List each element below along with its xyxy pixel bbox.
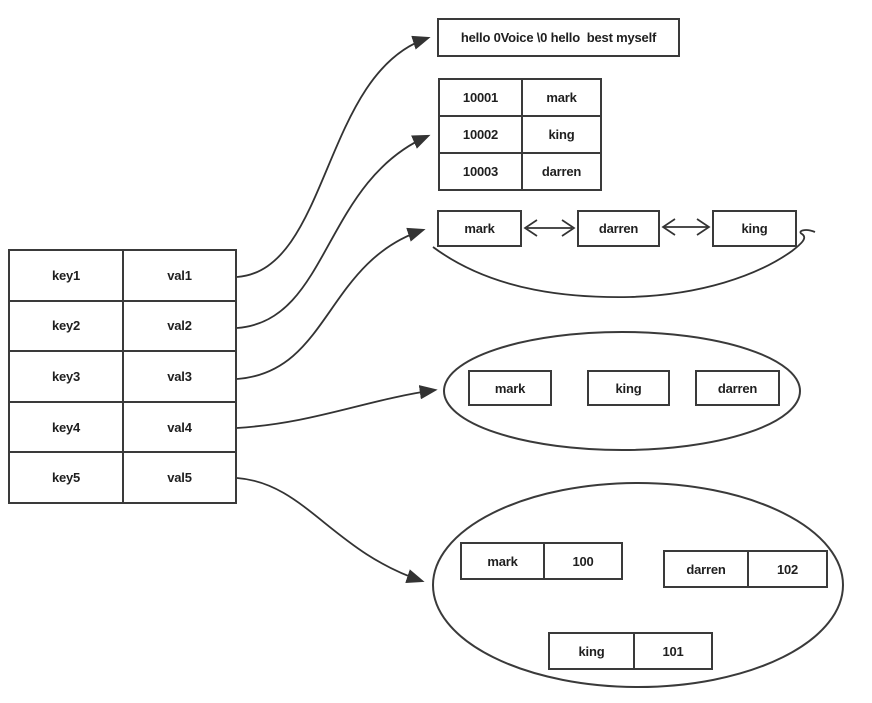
arrow-key5-to-zset	[236, 477, 425, 583]
key-value-table: key1 val1 key2 val2 key3 val3 key4 val4 …	[8, 249, 237, 504]
zset-member-cell: darren	[686, 561, 726, 577]
set-member-box: darren	[695, 370, 780, 406]
hash-value-cell: mark	[546, 90, 577, 105]
zset-member-cell: mark	[487, 553, 518, 569]
kv-row: key1 val1	[10, 251, 235, 302]
kv-key-cell: key1	[10, 251, 124, 300]
zset-score-cell: 100	[543, 544, 621, 578]
set-member-box: mark	[468, 370, 552, 406]
kv-key-cell: key3	[10, 352, 124, 401]
kv-val-cell: val4	[167, 419, 192, 435]
kv-key-cell: key2	[10, 301, 124, 351]
kv-val-cell: val5	[167, 470, 192, 486]
zset-entry-box: king 101	[548, 632, 713, 670]
string-value-text: hello 0Voice \0 hello best myself	[460, 30, 657, 45]
kv-val-cell: val1	[167, 267, 192, 283]
kv-row: key2 val2	[10, 301, 235, 353]
kv-row: key3 val3	[10, 352, 235, 403]
set-member-box: king	[587, 370, 670, 406]
list-loopback-arc	[432, 229, 816, 299]
zset-score-cell: 101	[633, 634, 711, 668]
hash-table: 10001 mark 10002 king 10003 darren	[438, 78, 602, 191]
hash-row: 10002 king	[440, 117, 600, 154]
string-value-box: hello 0Voice \0 hello best myself	[437, 18, 680, 57]
hash-value-cell: king	[548, 127, 575, 142]
zset-score-cell: 102	[747, 552, 826, 586]
arrow-key2-to-hash	[236, 134, 431, 329]
zset-ellipse	[432, 482, 844, 688]
kv-key-cell: key5	[10, 453, 124, 502]
hash-row: 10003 darren	[440, 154, 600, 189]
kv-row: key5 val5	[10, 453, 235, 502]
hash-value-cell: darren	[541, 164, 582, 179]
kv-key-cell: key4	[10, 402, 124, 452]
double-arrow-mark-darren	[523, 219, 576, 237]
arrow-key3-to-list	[236, 227, 426, 380]
zset-entry-box: darren 102	[663, 550, 828, 588]
kv-val-cell: val3	[167, 368, 192, 384]
arrow-key1-to-string	[236, 35, 431, 278]
zset-member-cell: king	[578, 643, 605, 659]
double-arrow-darren-king	[661, 218, 711, 236]
list-node: king	[712, 210, 797, 247]
list-node: darren	[577, 210, 660, 247]
hash-field-cell: 10001	[440, 80, 523, 115]
hash-row: 10001 mark	[440, 80, 600, 117]
kv-row: key4 val4	[10, 402, 235, 454]
set-ellipse	[443, 331, 801, 451]
kv-val-cell: val2	[167, 318, 192, 334]
zset-entry-box: mark 100	[460, 542, 623, 580]
hash-field-cell: 10002	[440, 117, 523, 152]
hash-field-cell: 10003	[440, 154, 523, 189]
arrow-key4-to-set	[236, 385, 438, 429]
list-node: mark	[437, 210, 522, 247]
